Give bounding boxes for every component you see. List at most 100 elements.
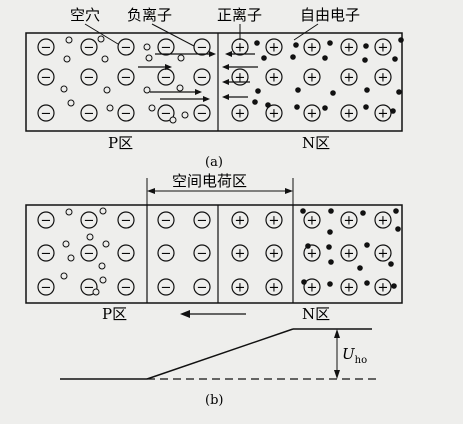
svg-text:−: − [41,247,52,262]
svg-text:−: − [84,41,95,56]
hole [177,54,185,62]
label-negative-ion: 负离子 [127,6,172,24]
negative-ion: − [193,68,211,86]
svg-text:+: + [269,71,280,86]
positive-ion: + [303,244,321,262]
positive-ion: + [265,68,283,86]
positive-ion: + [303,38,321,56]
hole [145,54,153,62]
scr-arrow-left [147,188,155,194]
potential-rise [146,328,294,380]
label-positive-ion: 正离子 [217,6,262,24]
electrons-b [300,208,401,289]
positive-ion: + [231,68,249,86]
diffusion-arrow [222,94,248,100]
svg-text:+: + [235,247,246,262]
free-electron [300,208,306,214]
svg-text:+: + [307,71,318,86]
svg-text:+: + [307,281,318,296]
hole [67,254,75,262]
hole [86,233,94,241]
svg-text:+: + [269,281,280,296]
negative-ion: − [157,278,175,296]
free-electron [364,87,370,93]
svg-text:+: + [344,281,355,296]
caption-b: (b) [205,393,223,408]
svg-text:−: − [161,281,172,296]
positive-ion: + [231,244,249,262]
scr-label-bg [168,172,272,190]
n-region-ions-b: +++++++++++++++ [231,211,392,296]
svg-text:+: + [378,247,389,262]
negative-ion: − [80,278,98,296]
svg-text:+: + [344,71,355,86]
svg-text:+: + [307,214,318,229]
free-electron [363,104,369,110]
negative-ion: − [37,68,55,86]
pointer-negative-ion [151,23,195,47]
diffusion-arrow [138,64,172,70]
diffusion-arrow [222,64,258,70]
hole [97,35,105,43]
svg-text:−: − [41,107,52,122]
svg-text:−: − [41,41,52,56]
svg-text:−: − [161,41,172,56]
free-electron [330,90,336,96]
hole [67,99,75,107]
positive-ion: + [231,211,249,229]
negative-ion: − [117,104,135,122]
hole [148,104,156,112]
svg-text:+: + [307,247,318,262]
diffusion-arrows-a [138,51,258,102]
positive-ion: + [374,244,392,262]
svg-text:+: + [235,107,246,122]
svg-text:+: + [344,41,355,56]
svg-text:+: + [378,41,389,56]
hole [102,240,110,248]
negative-ion: − [37,38,55,56]
negative-ion: − [157,38,175,56]
negative-ion: − [157,68,175,86]
svg-text:−: − [84,107,95,122]
svg-text:−: − [161,107,172,122]
hole [143,86,151,94]
negative-ion: − [37,104,55,122]
negative-ion: − [80,38,98,56]
positive-ion: + [303,211,321,229]
free-electron [393,208,399,214]
free-electron [293,42,299,48]
crystal-box-b [25,204,403,304]
free-electron [322,55,328,61]
svg-text:+: + [235,281,246,296]
free-electron [328,259,334,265]
label-hole: 空穴 [70,6,100,24]
hole [65,36,73,44]
free-electron [362,57,368,63]
hole [60,272,68,280]
positive-ion: + [374,278,392,296]
negative-ion: − [157,211,175,229]
svg-text:−: − [121,71,132,86]
voltage-arrow-top [334,329,340,338]
positive-ion: + [303,68,321,86]
free-electron [360,210,366,216]
svg-text:+: + [269,107,280,122]
n-region-label-b: N区 [302,305,330,323]
svg-text:+: + [378,71,389,86]
free-electron [252,99,258,105]
p-region-label-a: P区 [108,134,133,152]
hole [60,85,68,93]
svg-text:−: − [121,281,132,296]
positive-ion: + [340,38,358,56]
svg-text:+: + [307,107,318,122]
holes-b [60,207,110,296]
svg-text:+: + [269,41,280,56]
free-electron [295,87,301,93]
diffusion-arrow [155,51,216,57]
negative-ion: − [37,278,55,296]
svg-text:−: − [197,214,208,229]
hole [98,262,106,270]
free-electron [254,40,260,46]
free-electron [388,261,394,267]
voltage-label: Uho [342,345,367,366]
